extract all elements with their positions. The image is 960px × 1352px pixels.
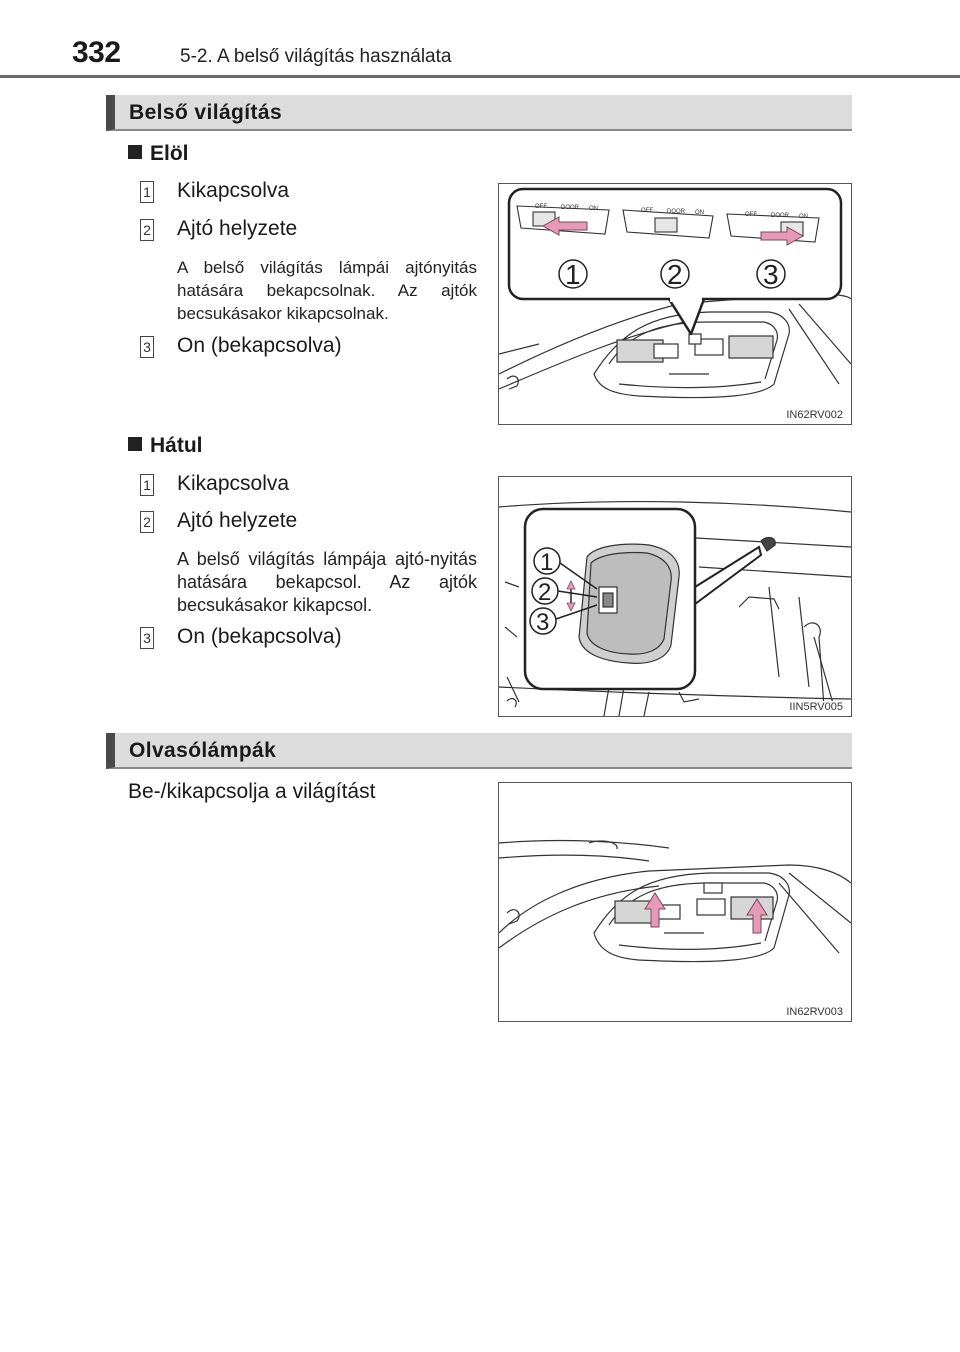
double-arrow-icon: [566, 580, 576, 612]
door-position-description-front: A belső világítás lámpái ajtónyitás hatá…: [177, 258, 477, 323]
step-number-box: 1: [140, 181, 154, 203]
svg-text:DOOR: DOOR: [667, 209, 686, 215]
subheading-rear: Hátul: [128, 434, 203, 458]
arrow-left-icon: [541, 216, 588, 236]
arrow-right-icon: [760, 226, 805, 246]
figure-code: IIN5RV005: [787, 701, 845, 713]
item-label: Ajtó helyzete: [177, 217, 298, 240]
reading-lights-instruction: Be-/kikapcsolja a világítást: [128, 780, 376, 803]
arrow-up-left-lamp-icon: [644, 892, 666, 928]
switch-label-off: OFF: [535, 204, 547, 210]
item-label: Ajtó helyzete: [177, 509, 298, 532]
step-number-box: 1: [140, 474, 154, 496]
callout-3: 3: [536, 609, 549, 636]
section-title-reading-lights: Olvasólámpák: [106, 733, 852, 769]
running-title: 5-2. A belső világítás használata: [180, 46, 452, 67]
section-title-text: Olvasólámpák: [129, 739, 277, 762]
svg-text:DOOR: DOOR: [771, 213, 790, 219]
door-position-description-rear: A belső világítás lámpája ajtó-nyitás ha…: [177, 549, 477, 615]
callout-1: 1: [565, 259, 581, 290]
item-label: Kikapcsolva: [177, 472, 290, 495]
step-number-box: 2: [140, 511, 154, 533]
figure-reading-lamps: IN62RV003: [498, 782, 852, 1022]
callout-3: 3: [763, 259, 779, 290]
svg-text:OFF: OFF: [745, 212, 757, 218]
reading-lamps-illustration: [499, 839, 851, 963]
svg-text:ON: ON: [695, 210, 704, 216]
front-overhead-console-illustration: OFF DOOR ON OFF DOOR ON OFF DOOR ON 1 2 …: [499, 187, 851, 399]
step-number-box: 3: [140, 336, 154, 358]
callout-1: 1: [540, 549, 553, 576]
figure-code: IN62RV003: [784, 1006, 845, 1018]
callout-2: 2: [667, 259, 683, 290]
svg-text:OFF: OFF: [641, 208, 653, 214]
arrow-up-right-lamp-icon: [746, 898, 768, 934]
subheading-front: Elöl: [128, 142, 189, 166]
section-title-text: Belső világítás: [129, 101, 283, 124]
switch-label-door: DOOR: [561, 205, 580, 211]
square-bullet-icon: [128, 437, 142, 451]
rear-dome-lamp-illustration: 1 2 3: [499, 500, 851, 716]
callout-circle-2: [660, 259, 690, 289]
callout-circle-3: [756, 259, 786, 289]
callout-circle-1: [558, 259, 588, 289]
section-title-interior-lights: Belső világítás: [106, 95, 852, 131]
item-label: Kikapcsolva: [177, 179, 290, 202]
step-number-box: 2: [140, 219, 154, 241]
figure-code: IN62RV002: [784, 409, 845, 421]
header-rule: [0, 75, 960, 78]
callout-2: 2: [538, 579, 551, 606]
svg-text:ON: ON: [799, 214, 808, 220]
figure-front-lamp-switch: OFF DOOR ON OFF DOOR ON OFF DOOR ON 1 2 …: [498, 183, 852, 425]
item-label: On (bekapcsolva): [177, 334, 342, 357]
figure-rear-lamp-switch: 1 2 3 IIN5RV005: [498, 476, 852, 717]
switch-label-on: ON: [589, 206, 598, 212]
item-label: On (bekapcsolva): [177, 625, 342, 648]
step-number-box: 3: [140, 627, 154, 649]
square-bullet-icon: [128, 145, 142, 159]
page-number: 332: [72, 36, 121, 69]
